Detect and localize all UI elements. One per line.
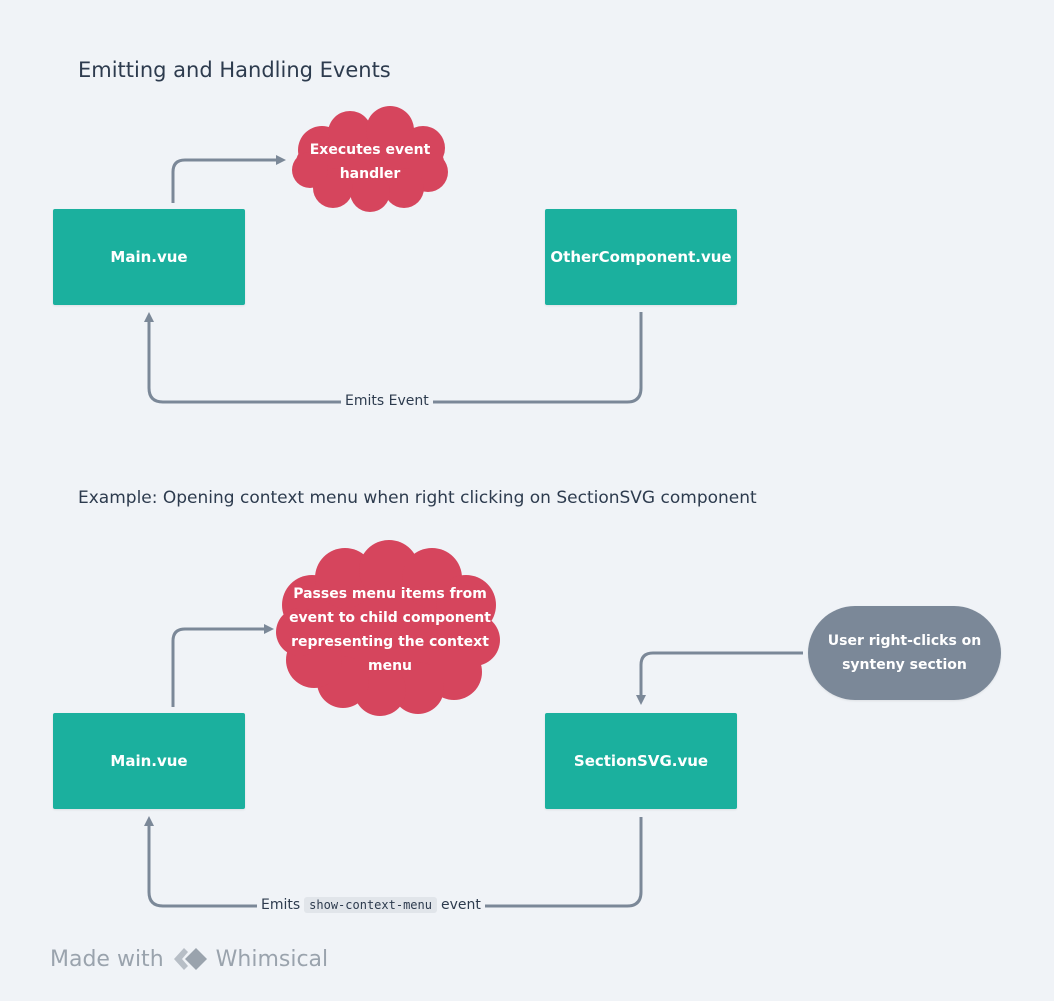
whimsical-brand-text: Whimsical (215, 946, 329, 972)
connector-emits-event-2 (144, 816, 643, 908)
connector-user-to-section (636, 651, 803, 705)
handler-cloud-1[interactable]: Executes event handler (309, 142, 431, 182)
cloud-shape-2 (276, 540, 500, 716)
cloud-shape-1 (292, 106, 448, 212)
whimsical-logo-icon (173, 948, 207, 970)
section-svg-node[interactable]: SectionSVG.vue (545, 713, 737, 809)
made-with-whimsical-footer[interactable]: Made with Whimsical (50, 946, 328, 972)
main-vue-node[interactable]: Main.vue (53, 209, 245, 305)
event-name-code: show-context-menu (304, 897, 437, 913)
main-vue-node-2[interactable]: Main.vue (53, 713, 245, 809)
diagram-title: Emitting and Handling Events (78, 58, 391, 82)
connector-main-to-handler-1 (171, 155, 286, 203)
edge-label-suffix: event (440, 897, 481, 913)
handler-cloud-2[interactable]: Passes menu items from event to child co… (289, 586, 491, 674)
user-action-pill[interactable]: User right-clicks on synteny section (808, 606, 1001, 700)
emits-event-label: Emits Event (341, 391, 433, 411)
edge-label-prefix: Emits (261, 897, 301, 913)
connector-main-to-handler-2 (171, 624, 274, 707)
other-component-node[interactable]: OtherComponent.vue (545, 209, 737, 305)
made-with-text: Made with (50, 946, 164, 972)
connector-emits-event-1 (144, 312, 643, 404)
example-heading: Example: Opening context menu when right… (78, 488, 757, 508)
